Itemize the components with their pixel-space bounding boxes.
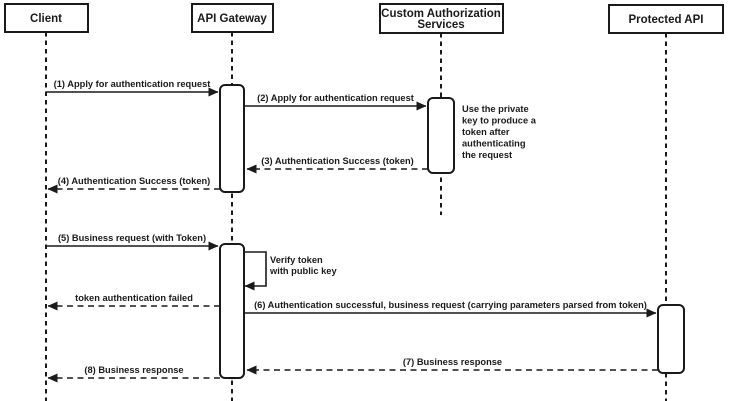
message-5: (5) Business request (with Token) xyxy=(46,233,219,251)
message-3-label: (3) Authentication Success (token) xyxy=(261,156,414,166)
message-8-label: (8) Business response xyxy=(84,365,183,375)
message-token-failed: token authentication failed xyxy=(47,293,220,311)
message-6-label: (6) Authentication successful, business … xyxy=(254,300,647,310)
actor-label-api-gateway: API Gateway xyxy=(197,13,267,25)
message-7: (7) Business response xyxy=(246,357,658,375)
actor-label-protected-api: Protected API xyxy=(629,14,704,26)
activation-api-gateway-2 xyxy=(219,243,245,379)
message-6: (6) Authentication successful, business … xyxy=(245,300,657,318)
actor-label-client: Client xyxy=(30,13,62,25)
message-8: (8) Business response xyxy=(47,365,220,383)
message-2: (2) Apply for authentication request xyxy=(245,93,427,111)
activation-custom-auth xyxy=(427,97,455,174)
message-token-failed-label: token authentication failed xyxy=(75,293,193,303)
message-1: (1) Apply for authentication request xyxy=(46,79,219,97)
actor-box-protected-api xyxy=(608,4,724,34)
message-1-label: (1) Apply for authentication request xyxy=(54,79,211,89)
message-4: (4) Authentication Success (token) xyxy=(47,176,220,194)
message-7-label: (7) Business response xyxy=(403,357,502,367)
message-3: (3) Authentication Success (token) xyxy=(246,156,428,174)
message-4-label: (4) Authentication Success (token) xyxy=(58,176,211,186)
actor-box-client xyxy=(4,3,89,33)
actor-client: Client xyxy=(4,3,89,33)
actor-api-gateway: API Gateway xyxy=(191,3,274,33)
activation-api-gateway-1 xyxy=(219,84,245,193)
self-message-verify-token-path xyxy=(244,251,267,291)
actor-protected-api: Protected API xyxy=(608,4,724,34)
message-5-label: (5) Business request (with Token) xyxy=(58,233,206,243)
actor-box-custom-auth xyxy=(379,3,504,34)
actor-box-api-gateway xyxy=(191,3,274,33)
message-2-label: (2) Apply for authentication request xyxy=(257,93,414,103)
activation-protected-api xyxy=(657,304,685,374)
